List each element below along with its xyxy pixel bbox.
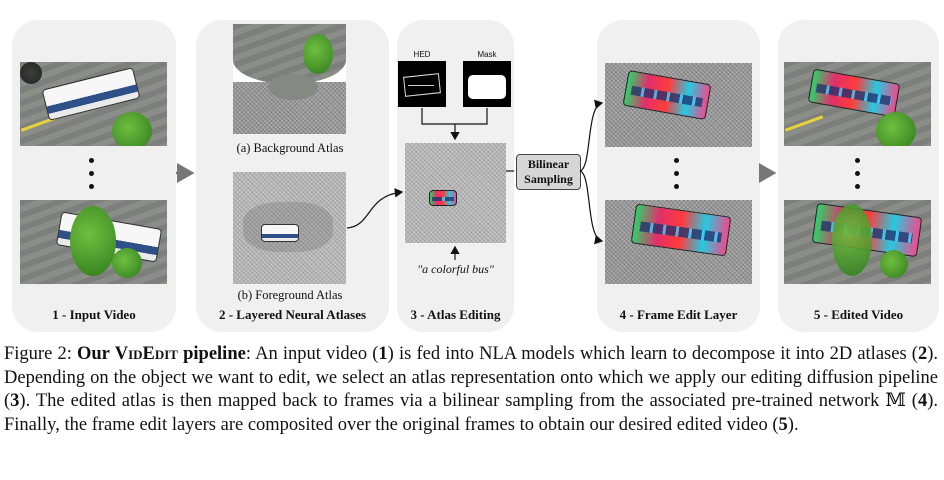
edit-layer-ellipsis (674, 158, 680, 197)
hed-image (398, 61, 446, 107)
panel-label-edited-video: 5 - Edited Video (813, 307, 904, 322)
input-frame-top (20, 62, 167, 146)
edited-frame-bottom (784, 200, 931, 284)
sampler-line-2: Sampling (524, 172, 573, 186)
background-atlas-caption: (a) Background Atlas (236, 141, 344, 155)
edited-frame-top (784, 62, 931, 146)
caption-title-prefix: Our (77, 344, 115, 364)
hed-label: HED (413, 50, 431, 59)
background-atlas-image (233, 24, 346, 134)
figure-caption: Figure 2: Our VidEdit pipeline: An input… (4, 343, 938, 437)
foreground-atlas-caption: (b) Foreground Atlas (237, 288, 343, 302)
mask-label: Mask (477, 50, 497, 59)
caption-title-suffix: pipeline (177, 344, 246, 364)
edit-layer-bottom (605, 200, 752, 284)
caption-ref-5: 5 (778, 414, 788, 435)
bilinear-sampling-box: Bilinear Sampling (516, 154, 581, 190)
caption-ref-4: 4 (917, 391, 928, 411)
foreground-atlas-image (233, 172, 346, 284)
caption-text-6: ). (787, 414, 799, 435)
panel-label-layered-atlases: 2 - Layered Neural Atlases (218, 307, 367, 322)
caption-text-3: ). Depending on the object we want to ed… (4, 344, 938, 411)
caption-text-1: : An input video ( (245, 344, 379, 364)
input-ellipsis (89, 158, 95, 197)
caption-text-4: ). The edited atlas is then mapped back … (19, 391, 918, 411)
edit-layer-top (605, 63, 752, 147)
mask-image (463, 61, 511, 107)
edited-atlas-image (405, 143, 506, 243)
caption-text-2: ) is fed into NLA models which learn to … (387, 344, 918, 364)
panel-label-atlas-editing: 3 - Atlas Editing (410, 307, 501, 322)
caption-ref-3: 3 (10, 391, 20, 411)
input-frame-bottom (20, 200, 167, 284)
panel-label-input-video: 1 - Input Video (52, 307, 136, 322)
edited-ellipsis (855, 158, 861, 197)
caption-ref-1: 1 (378, 344, 388, 364)
method-name: VidEdit (114, 344, 178, 364)
panel-label-frame-edit-layer: 4 - Frame Edit Layer (619, 307, 738, 322)
sampler-line-1: Bilinear (527, 157, 570, 171)
caption-text-5: ). Finally, the frame edit layers are co… (4, 391, 938, 435)
caption-ref-2: 2 (917, 344, 928, 364)
text-prompt: "a colorful bus" (417, 262, 494, 276)
figure-label: Figure 2: (4, 344, 72, 364)
